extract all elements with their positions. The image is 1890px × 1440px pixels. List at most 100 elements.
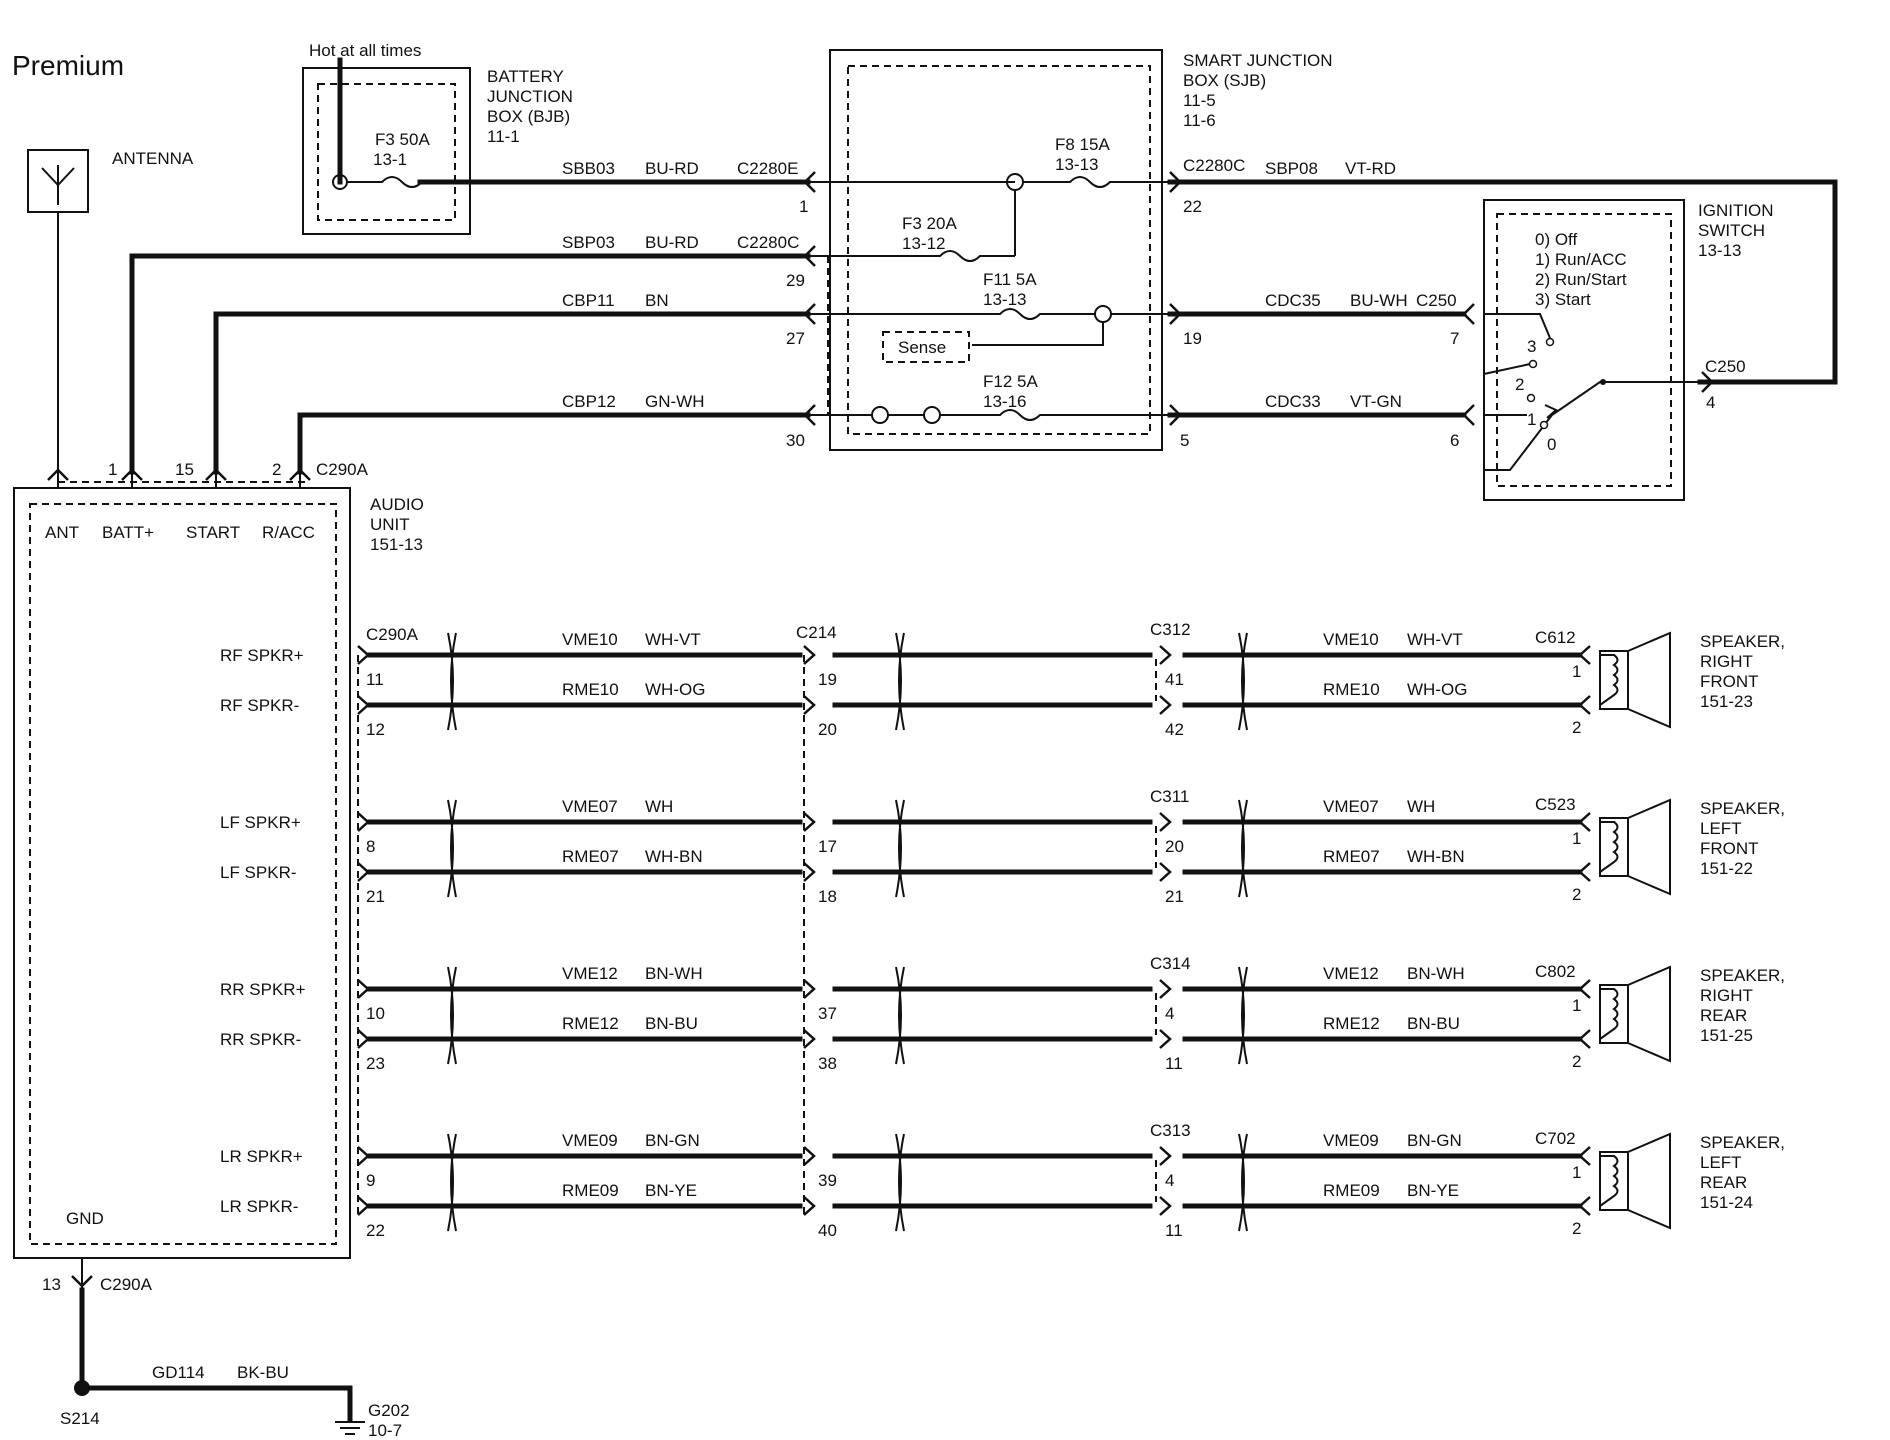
ign-contact-0 <box>1539 420 1549 430</box>
ignition-outline <box>1483 199 1685 501</box>
wire-neg-color: WH-BN <box>645 847 703 866</box>
twisted-pair-icon <box>895 799 905 898</box>
arrow-c214-pos <box>803 645 816 665</box>
speaker-name-line-3: 151-24 <box>1700 1193 1753 1212</box>
wire-cdc35-arrow <box>1169 303 1182 325</box>
speaker-pin-pos: 1 <box>1572 829 1581 848</box>
arrow-inline-pos <box>1159 979 1172 999</box>
wire-pos-color-2: BN-WH <box>1407 964 1465 983</box>
speaker-name-line-0: SPEAKER, <box>1700 966 1785 985</box>
speaker-coil-icon <box>1599 1155 1619 1207</box>
sjb-node-2 <box>1094 305 1112 323</box>
wire-cdc33-circuit: CDC33 <box>1265 392 1321 411</box>
au-batt-pin: 1 <box>108 460 117 479</box>
wire-neg-color: BN-BU <box>645 1014 698 1033</box>
sjb-fuse-f12-ref: 13-16 <box>983 392 1026 411</box>
c214-label: C214 <box>796 623 837 642</box>
arrow-au-pos <box>357 812 370 832</box>
arrow-c214-neg <box>803 1029 816 1049</box>
hot-label: Hot at all times <box>309 41 421 60</box>
wire-cbp11-color: BN <box>645 291 669 310</box>
speaker-coil-icon <box>1599 988 1619 1040</box>
wire-cbp12-color: GN-WH <box>645 392 704 411</box>
au-speaker-pos-label: RR SPKR+ <box>220 980 306 999</box>
twisted-pair-icon <box>1238 799 1248 898</box>
wire-sbp03-circuit: SBP03 <box>562 233 615 252</box>
audio-unit-inner <box>29 503 337 1245</box>
sjb-fuse-f8: F8 15A <box>1055 135 1110 154</box>
arrow-spk-neg <box>1578 862 1591 882</box>
speaker-name-line-3: 151-22 <box>1700 859 1753 878</box>
sjb-fuse-f8-icon <box>1023 176 1170 188</box>
arrow-au-pos <box>357 979 370 999</box>
arrow-c214-neg <box>803 862 816 882</box>
inline-pin-neg: 11 <box>1165 1221 1183 1240</box>
speaker-name-line-2: FRONT <box>1700 672 1759 691</box>
wire-neg-circuit-2: RME09 <box>1323 1181 1380 1200</box>
wire-pos-color: WH-VT <box>645 630 701 649</box>
gnd-arrow <box>71 1275 93 1288</box>
au-speaker-connector: C290A <box>366 625 419 644</box>
ignition-inner <box>1496 213 1672 487</box>
inline-pin-neg: 21 <box>1165 887 1184 906</box>
ignition-line-1: IGNITION <box>1698 201 1774 220</box>
twisted-pair-icon <box>447 1133 457 1232</box>
sjb-line-4: 11-6 <box>1183 111 1216 130</box>
wire-neg-color-2: BN-YE <box>1407 1181 1459 1200</box>
c214-pin-neg: 38 <box>818 1054 837 1073</box>
au-pin-pos: 9 <box>366 1171 375 1190</box>
au-pin-pos: 10 <box>366 1004 385 1023</box>
sjb-node-4 <box>923 406 941 424</box>
sjb-fuse-f12: F12 5A <box>983 372 1038 391</box>
arrow-inline-neg <box>1159 1029 1172 1049</box>
ignition-pos-1: 1) Run/ACC <box>1535 250 1627 269</box>
speaker-name-line-2: REAR <box>1700 1006 1747 1025</box>
arrow-c214-pos <box>803 979 816 999</box>
speaker-pin-pos: 1 <box>1572 662 1581 681</box>
wire-neg-color-2: WH-BN <box>1407 847 1465 866</box>
inline-connector-label: C313 <box>1150 1121 1191 1140</box>
ignition-pos-3: 3) Start <box>1535 290 1591 309</box>
wire-sbb03-pin: 1 <box>799 197 808 216</box>
sjb-sense-line <box>972 322 1104 346</box>
sjb-fuse-f3: F3 20A <box>902 214 957 233</box>
sjb-fuse-f11: F11 5A <box>983 270 1037 289</box>
speaker-name-line-1: LEFT <box>1700 1153 1742 1172</box>
au-pin-neg: 12 <box>366 720 385 739</box>
twisted-pair-icon <box>1238 966 1248 1065</box>
au-speaker-pos-label: LR SPKR+ <box>220 1147 303 1166</box>
arrow-au-pos <box>357 645 370 665</box>
speaker-magnet <box>1599 817 1629 877</box>
antenna: ANTENNA <box>27 149 194 472</box>
inline-pin-neg: 42 <box>1165 720 1184 739</box>
speaker-cone-icon <box>1627 798 1671 896</box>
wire-sbp03 <box>129 253 811 475</box>
speaker-connector-label: C802 <box>1535 962 1576 981</box>
ign-junction <box>1600 379 1606 385</box>
sjb-line-2: BOX (SJB) <box>1183 71 1266 90</box>
arrow-spk-neg <box>1578 1196 1591 1216</box>
wire-pos-circuit: VME07 <box>562 797 618 816</box>
arrow-spk-pos <box>1578 1146 1591 1166</box>
speaker-connector-label: C702 <box>1535 1129 1576 1148</box>
ign-contact-1 <box>1526 393 1536 403</box>
wire-pos-color: BN-WH <box>645 964 703 983</box>
au-start-pin: 15 <box>175 460 194 479</box>
ignition-pos-0: 0) Off <box>1535 230 1577 249</box>
au-line-2: UNIT <box>370 515 410 534</box>
wire-sbp08-circuit: SBP08 <box>1265 159 1318 178</box>
inline-pin-pos: 20 <box>1165 837 1184 856</box>
ignition-pos-2: 2) Run/Start <box>1535 270 1627 289</box>
wire-cbp11 <box>213 311 811 475</box>
sjb-node-3 <box>871 406 889 424</box>
speaker-cone-icon <box>1627 1132 1671 1230</box>
wire-neg-color: BN-YE <box>645 1181 697 1200</box>
ign-contact-3 <box>1545 337 1555 347</box>
audio-unit-outline <box>13 487 351 1259</box>
wire-neg-circuit-2: RME12 <box>1323 1014 1380 1033</box>
twisted-pair-icon <box>1238 1133 1248 1232</box>
au-speaker-pos-label: RF SPKR+ <box>220 646 304 665</box>
